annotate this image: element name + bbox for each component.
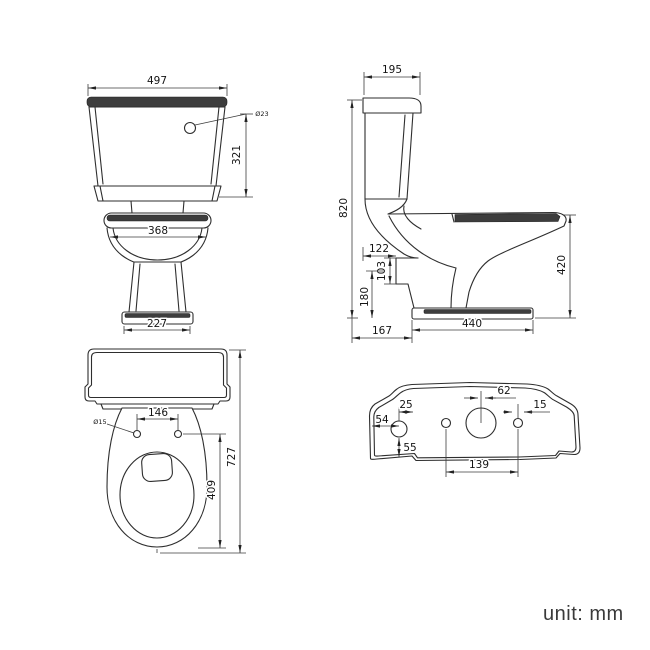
back-dim-lever-bottom-offset: 55 bbox=[397, 438, 418, 457]
top-hinge-hole-left bbox=[132, 429, 142, 439]
back-outline-inner bbox=[373, 385, 577, 459]
side-cistern-depth-label: 195 bbox=[382, 64, 402, 76]
top-view: 146 Ø15 727 409 bbox=[84, 348, 246, 554]
side-seat-joint-line bbox=[451, 213, 455, 223]
top-hinge-spacing-label: 146 bbox=[148, 407, 168, 419]
side-cistern-front-inner-line bbox=[398, 114, 406, 198]
back-fixing-hole-diameter-label: 15 bbox=[533, 399, 546, 411]
front-height-label: 321 bbox=[231, 145, 243, 165]
back-lever-top-offset-label: 25 bbox=[399, 399, 412, 411]
side-dim-cistern-depth: 195 bbox=[363, 63, 421, 95]
back-fixing-hole-spacing-label: 139 bbox=[469, 459, 489, 471]
back-dim-flush-offset: 62 bbox=[464, 384, 516, 423]
front-cistern-lid bbox=[86, 96, 228, 108]
side-base-depth-label: 440 bbox=[462, 318, 482, 330]
back-dim-lever-top-offset: 25 bbox=[398, 398, 414, 421]
top-hinge-hole-diameter-label: Ø15 bbox=[93, 418, 106, 426]
top-hinge-hole-right bbox=[173, 429, 183, 439]
front-hole-diameter-label: Ø23 bbox=[255, 110, 268, 118]
unit-label: unit: mm bbox=[543, 603, 624, 625]
side-outlet-setback-label: 122 bbox=[369, 243, 389, 255]
side-dim-pan-height: 420 bbox=[535, 214, 576, 319]
front-dim-bowl-width: 368 bbox=[110, 224, 206, 239]
top-bowl-length-label: 409 bbox=[206, 480, 218, 500]
side-outlet-height-label: 180 bbox=[359, 287, 371, 307]
top-flush-outlet bbox=[141, 452, 173, 483]
front-button-hole bbox=[183, 121, 197, 135]
back-dim-lever-side-offset: 54 bbox=[372, 413, 399, 428]
back-lever-hole bbox=[390, 420, 408, 438]
front-cistern-base-band bbox=[93, 185, 222, 202]
side-dim-outlet-setback: 122 bbox=[362, 242, 396, 261]
front-dim-width: 497 bbox=[87, 74, 228, 96]
front-connector-line bbox=[182, 200, 185, 214]
top-dim-bowl-length: 409 bbox=[183, 433, 226, 549]
front-cistern-body bbox=[88, 106, 226, 187]
leader-line bbox=[106, 423, 135, 434]
front-width-label: 497 bbox=[147, 75, 167, 87]
back-lever-bottom-offset-label: 55 bbox=[403, 442, 416, 454]
back-fixing-hole-left bbox=[440, 417, 452, 429]
front-band-inner-line bbox=[211, 185, 216, 202]
back-dim-fixing-hole-diameter: 15 bbox=[503, 398, 550, 418]
cistern-back-view: 62 25 54 55 15 139 bbox=[368, 381, 581, 477]
side-view: 195 820 122 103 180 bbox=[337, 63, 576, 343]
back-flush-offset-label: 62 bbox=[497, 385, 510, 397]
front-seat-top-band bbox=[106, 214, 209, 222]
top-cistern-lid-inner bbox=[87, 351, 228, 399]
side-cistern-lid bbox=[362, 97, 422, 114]
side-cistern-seat-junction bbox=[387, 198, 408, 215]
front-bowl-width-label: 368 bbox=[148, 225, 168, 237]
front-base-top-band bbox=[124, 313, 191, 318]
side-pan-height-label: 420 bbox=[556, 255, 568, 275]
top-hinge-hole-callout: Ø15 bbox=[92, 417, 135, 434]
front-dim-height: 321 bbox=[219, 114, 253, 198]
side-pedestal-back-line bbox=[450, 267, 457, 309]
side-cistern-body bbox=[364, 112, 414, 200]
back-lever-side-offset-label: 54 bbox=[375, 414, 389, 426]
front-pedestal-inner-line bbox=[174, 263, 180, 312]
side-dim-rear-clearance: 167 bbox=[351, 318, 413, 343]
front-cistern-body-inner-line bbox=[94, 106, 104, 185]
back-fixing-hole-right bbox=[512, 417, 524, 429]
top-dim-overall-depth: 727 bbox=[156, 349, 246, 554]
side-base-top-band bbox=[423, 309, 532, 314]
side-bowl-underside-curve bbox=[388, 215, 457, 269]
front-pedestal-inner-line bbox=[135, 263, 141, 312]
front-connector-line bbox=[130, 200, 133, 214]
front-view: Ø23 497 321 bbox=[86, 74, 270, 334]
side-rear-clearance-label: 167 bbox=[372, 325, 392, 337]
leader-line bbox=[194, 113, 247, 126]
front-bowl-inner-line bbox=[112, 227, 203, 261]
front-base-width-label: 227 bbox=[147, 318, 167, 330]
front-dim-base-width: 227 bbox=[123, 317, 191, 334]
side-pan-profile bbox=[387, 211, 567, 309]
back-dim-fixing-hole-spacing: 139 bbox=[445, 429, 519, 477]
side-overall-height-label: 820 bbox=[338, 198, 350, 218]
side-interior-curve bbox=[403, 205, 422, 230]
side-dim-outlet-height: 180 bbox=[358, 270, 384, 318]
top-cistern-lid-outer bbox=[84, 348, 231, 405]
front-band-inner-line bbox=[99, 185, 104, 202]
side-dim-overall-height: 820 bbox=[337, 99, 362, 319]
top-bowl-inner-rim bbox=[119, 451, 195, 539]
side-outlet-box bbox=[395, 257, 419, 309]
top-overall-depth-label: 727 bbox=[226, 447, 238, 467]
side-dim-base-depth: 440 bbox=[412, 317, 534, 334]
top-dim-hinge-spacing: 146 bbox=[136, 406, 179, 430]
side-seat-top-band bbox=[454, 213, 561, 223]
